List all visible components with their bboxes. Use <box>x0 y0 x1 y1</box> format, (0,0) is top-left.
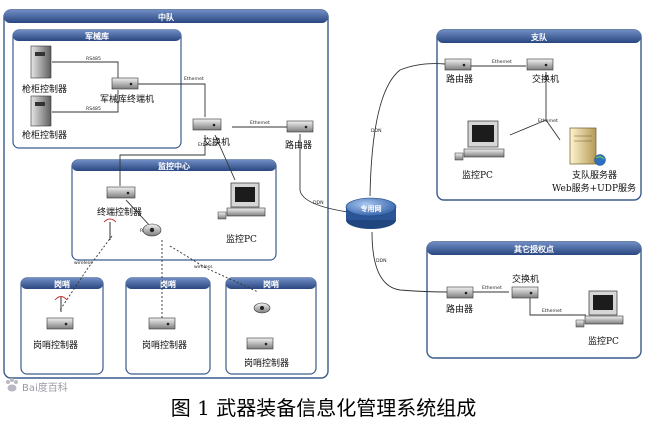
gangshao-3-camera-icon <box>253 302 271 314</box>
antenna-icon <box>103 218 117 240</box>
link-router-network <box>299 134 349 213</box>
server-zhidui-icon <box>569 127 606 166</box>
qiangui-cabinet-2 <box>30 95 52 127</box>
link-wireless-3 <box>169 245 259 293</box>
region-gangshao-3: 岗哨 <box>225 277 317 375</box>
link-network-qita <box>371 231 448 293</box>
monitor-pc-zhidui-icon <box>454 120 505 161</box>
terminal-ctrl-label: 终端控制器 <box>97 206 142 218</box>
gangshao-ctrl-1-device <box>46 317 74 330</box>
monitor-pc-qita-icon <box>575 290 624 328</box>
region-gangshao-2-title: 岗哨 <box>160 279 176 289</box>
paw-logo-icon <box>6 378 18 392</box>
link-qita-switch-pc <box>529 298 586 316</box>
region-zhongdui-title: 中队 <box>158 12 175 22</box>
link-switch-terminalctrl <box>119 135 206 186</box>
gangshao-ctrl-2-device <box>148 317 176 330</box>
connection-lines <box>52 61 586 318</box>
region-zhidui-title: 支队 <box>530 32 548 42</box>
router-zhidui-label: 路由器 <box>446 73 473 85</box>
monitor-pc-zhidui-label: 监控PC <box>462 169 493 181</box>
link-label-ddn-b: DDN <box>313 200 324 206</box>
watermark-text: Bai度百科 <box>22 383 68 394</box>
region-gangshao-2: 岗哨 <box>125 277 211 375</box>
link-zhidui-switch-server <box>545 119 561 141</box>
link-qiangui1-terminal <box>52 61 119 78</box>
link-label-ddn-a: DDN <box>371 128 382 134</box>
link-label-eth-g: Ethernet <box>542 308 562 314</box>
router-zhidui-device <box>444 58 472 71</box>
gangshao-ctrl-3-label: 岗哨控制器 <box>244 357 289 369</box>
qiangui-ctrl-2-label: 枪柜控制器 <box>22 129 67 141</box>
gangshao-ctrl-1-label: 岗哨控制器 <box>33 339 78 351</box>
watermark: Bai度百科 <box>4 374 74 396</box>
switch-qita-label: 交换机 <box>512 273 539 285</box>
link-label-eth-f: Ethernet <box>482 285 502 291</box>
gangshao-1-antenna-icon <box>54 296 68 312</box>
qiangui-ctrl-1-label: 枪柜控制器 <box>22 83 67 95</box>
monitor-pc-qita-label: 监控PC <box>588 335 619 347</box>
link-label-eth-e: Ethernet <box>538 118 558 124</box>
switch-zhidui-label: 交换机 <box>532 73 559 85</box>
link-label-rs485-b: RS485 <box>86 106 101 112</box>
region-qita: 其它授权点 <box>426 241 642 359</box>
router-qita-label: 路由器 <box>446 303 473 315</box>
link-terminal-switch <box>136 83 206 117</box>
switch-zhidui-device <box>526 58 554 71</box>
link-label-eth-a: Ethernet <box>184 76 204 82</box>
region-zhidui: 支队 <box>436 29 642 201</box>
server-zhidui-label-2: Web服务+UDP服务 <box>552 182 636 194</box>
qiangui-cabinet-1 <box>30 45 52 79</box>
router-qita-device <box>446 286 474 299</box>
region-gangshao-3-title: 岗哨 <box>263 279 279 289</box>
private-network-disc-icon <box>345 197 397 229</box>
link-qiangui2-terminal <box>52 90 119 113</box>
switch-qita-device <box>511 286 539 299</box>
link-label-eth-b: Ethernet <box>250 120 270 126</box>
terminal-ctrl-device <box>106 186 136 199</box>
link-label-rs485-a: RS485 <box>86 56 101 62</box>
link-terminalctrl-camera <box>125 199 153 229</box>
monitor-pc-zhongdui-label: 监控PC <box>226 233 257 245</box>
link-label-wireless-b: wireless <box>194 264 213 270</box>
junxieku-terminal-device <box>111 77 139 90</box>
region-gangshao-1: 岗哨 <box>20 277 104 375</box>
link-label-eth-d: Ethernet <box>492 59 512 65</box>
region-zhongdui: 中队 <box>3 9 329 379</box>
region-jiankong-title: 监控中心 <box>158 161 190 171</box>
region-junxieku-title: 军械库 <box>85 31 109 41</box>
region-junxieku: 军械库 <box>12 29 182 149</box>
switch-zhongdui-device <box>192 118 222 131</box>
link-wireless-1 <box>59 235 113 311</box>
link-switch-monitorpc <box>214 134 236 181</box>
router-zhongdui-device <box>286 120 314 133</box>
camera-dome-icon <box>142 223 162 237</box>
gangshao-ctrl-2-label: 岗哨控制器 <box>142 339 187 351</box>
server-zhidui-label-1: 支队服务器 <box>572 169 617 181</box>
junxieku-terminal-label: 军械库终端机 <box>100 93 154 105</box>
private-network-label: 专用网 <box>361 204 382 213</box>
router-zhongdui-label: 路由器 <box>285 139 312 151</box>
region-qita-title: 其它授权点 <box>514 244 554 254</box>
gangshao-ctrl-3-device <box>246 337 274 350</box>
link-network-zhidui <box>369 63 446 197</box>
link-label-eth-c: Ethernet <box>198 142 218 148</box>
link-label-ddn-c: DDN <box>376 258 387 264</box>
figure-caption: 图 1 武器装备信息化管理系统组成 <box>170 396 477 420</box>
region-gangshao-1-title: 岗哨 <box>54 279 70 289</box>
monitor-pc-zhongdui-icon <box>217 182 266 220</box>
link-label-wireless-a: wireless <box>74 260 93 266</box>
switch-zhongdui-label: 交换机 <box>203 136 230 148</box>
region-jiankong: 监控中心 <box>71 159 277 261</box>
